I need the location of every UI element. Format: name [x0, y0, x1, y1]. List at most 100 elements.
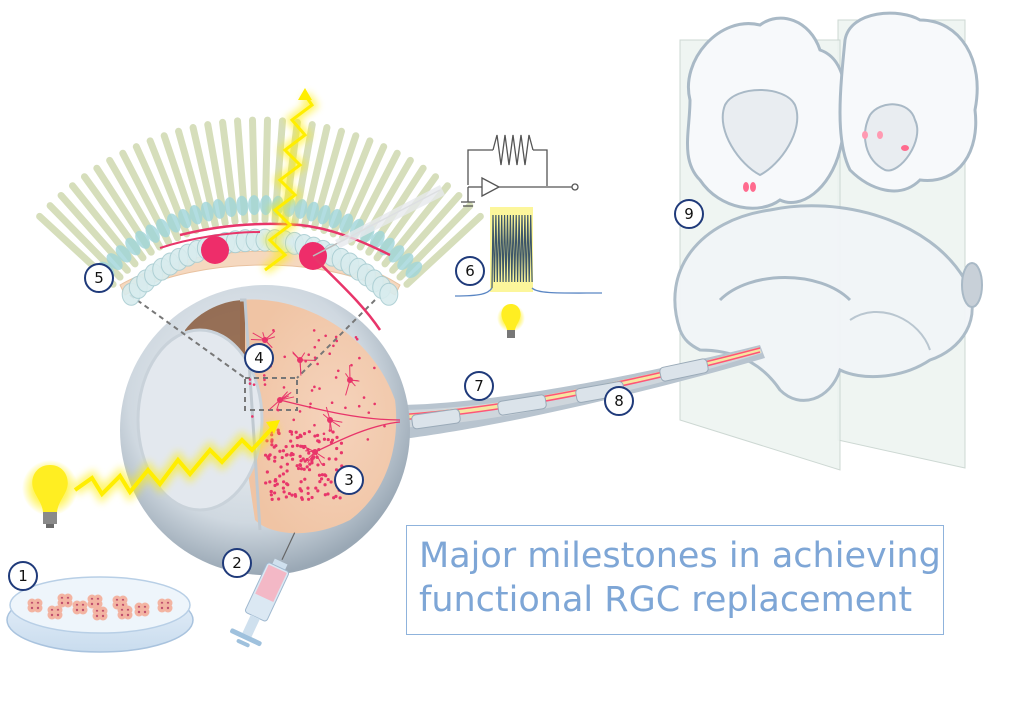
- ganglion-layer-cell: [380, 283, 398, 305]
- cell-dot: [313, 424, 316, 427]
- cell-dot: [335, 340, 338, 343]
- cell-dot: [295, 431, 298, 434]
- cell-dot: [318, 480, 321, 483]
- cell-dot: [285, 453, 288, 456]
- cell-nucleus: [76, 609, 78, 611]
- cell-dot: [282, 490, 285, 493]
- cell-dot: [328, 352, 331, 355]
- cell-dot: [297, 436, 300, 439]
- cell-dot: [316, 463, 319, 466]
- cell-nucleus: [121, 614, 123, 616]
- cell-dot: [308, 468, 311, 471]
- cell-dot: [294, 493, 297, 496]
- cell-dot: [306, 487, 309, 490]
- cell-dot: [286, 463, 289, 466]
- cell-dot: [273, 456, 276, 459]
- petri-dish: [7, 577, 193, 652]
- cell-dot: [314, 486, 317, 489]
- milestone-badge-4: 4: [244, 343, 274, 373]
- cell-dot: [327, 478, 330, 481]
- cell-dot: [310, 496, 313, 499]
- cell-dot: [317, 339, 320, 342]
- cell-dot: [270, 443, 273, 446]
- cell-dot: [314, 356, 317, 359]
- cell-dot: [373, 403, 376, 406]
- cell-dot: [307, 498, 310, 501]
- cell-dot: [279, 465, 282, 468]
- caption-box: Major milestones in achieving functional…: [406, 525, 944, 635]
- cell-dot: [337, 369, 340, 372]
- cell-dot: [263, 379, 266, 382]
- cell-dot: [328, 457, 331, 460]
- cell-nucleus: [102, 615, 104, 617]
- milestone-badge-5: 5: [84, 263, 114, 293]
- cell-dot: [340, 442, 343, 445]
- cell-dot: [291, 433, 294, 436]
- cell-dot: [307, 353, 310, 356]
- cell-dot: [304, 459, 307, 462]
- cell-dot: [285, 445, 288, 448]
- cell-dot: [283, 386, 286, 389]
- cell-nucleus: [97, 603, 99, 605]
- cell-dot: [318, 474, 321, 477]
- cell-dot: [282, 480, 285, 483]
- cell-dot: [313, 329, 316, 332]
- cell-dot: [303, 468, 306, 471]
- cell-nucleus: [37, 607, 39, 609]
- cell-dot: [281, 456, 284, 459]
- cell-dot: [334, 457, 337, 460]
- milestone-badge-1: 1: [8, 561, 38, 591]
- cell-dot: [313, 346, 316, 349]
- cell-dot: [298, 463, 301, 466]
- cell-dot: [300, 480, 303, 483]
- cell-dot: [278, 474, 281, 477]
- cell-dot: [274, 478, 277, 481]
- milestone-badge-8: 8: [604, 386, 634, 416]
- cell-dot: [323, 483, 326, 486]
- coronal-brain-section-back: [840, 13, 977, 191]
- cell-dot: [290, 430, 293, 433]
- cell-dot: [332, 344, 335, 347]
- cell-dot: [303, 478, 306, 481]
- milestone-badge-7: 7: [464, 371, 494, 401]
- cell-dot: [288, 492, 291, 495]
- cell-dot: [289, 440, 292, 443]
- cell-dot: [323, 438, 326, 441]
- cell-dot: [356, 338, 359, 341]
- cell-dot: [335, 436, 338, 439]
- cell-dot: [296, 464, 299, 467]
- cell-dot: [307, 452, 310, 455]
- cell-dot: [273, 484, 276, 487]
- cell-dot: [327, 438, 330, 441]
- cell-nucleus: [144, 611, 146, 613]
- cell-dot: [249, 378, 252, 381]
- milestone-badge-2: 2: [222, 548, 252, 578]
- cell-nucleus: [31, 607, 33, 609]
- cell-dot: [277, 497, 280, 500]
- bipolar-cell: [248, 195, 261, 215]
- cell-dot: [313, 386, 316, 389]
- cell-dot: [249, 382, 252, 385]
- cell-dot: [301, 498, 304, 501]
- cell-dot: [291, 445, 294, 448]
- cell-dot: [270, 493, 273, 496]
- cell-dot: [322, 463, 325, 466]
- cell-dot: [266, 456, 269, 459]
- cell-dot: [308, 430, 311, 433]
- cell-dot: [316, 363, 319, 366]
- cell-dot: [285, 482, 288, 485]
- cell-dot: [266, 470, 269, 473]
- cell-dot: [270, 438, 273, 441]
- cell-dot: [326, 492, 329, 495]
- cell-dot: [335, 336, 338, 339]
- cell-dot: [358, 357, 361, 360]
- cell-dot: [273, 491, 276, 494]
- cell-dot: [270, 490, 273, 493]
- cell-dot: [271, 498, 274, 501]
- cell-dot: [340, 451, 343, 454]
- light-bulb-large-icon: [22, 460, 78, 528]
- cell-dot: [331, 401, 334, 404]
- cell-dot: [320, 477, 323, 480]
- cell-dot: [251, 415, 254, 418]
